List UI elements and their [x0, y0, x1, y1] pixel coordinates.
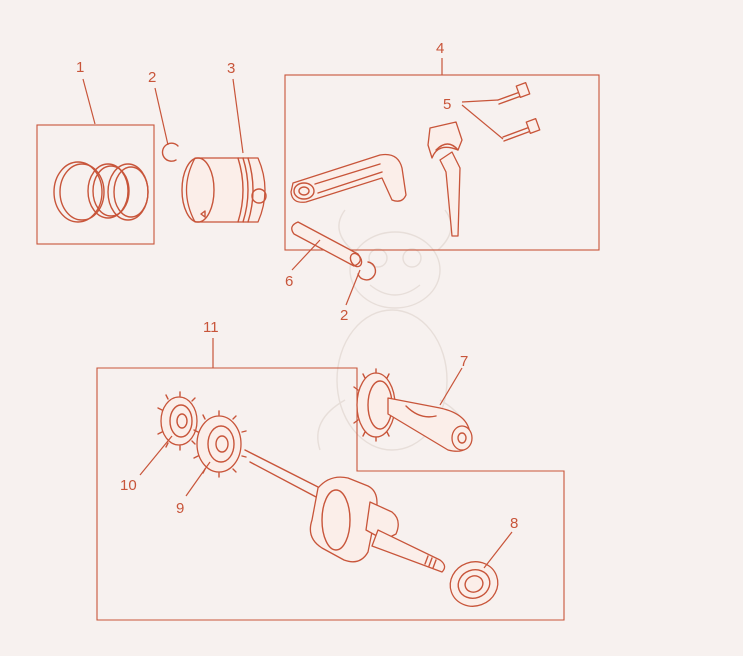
callout-5: 5: [443, 96, 451, 113]
callout-4: 4: [436, 40, 444, 57]
leader-lines: [82, 58, 513, 569]
callout-7: 7: [460, 353, 468, 370]
callout-8: 8: [510, 515, 518, 532]
callout-3: 3: [227, 60, 235, 77]
gear-small: [157, 391, 198, 451]
callout-9: 9: [176, 500, 184, 517]
crankshaft: [244, 449, 446, 573]
piston-pin-clip-upper: [161, 142, 179, 162]
callout-2-lower: 2: [340, 307, 348, 324]
bearing: [449, 561, 499, 607]
piston-rings: [53, 161, 149, 223]
callout-11: 11: [203, 319, 219, 336]
callout-1: 1: [76, 59, 84, 76]
callout-labels: 1 2 3 4 5 6 2 11 7 10 9 8: [76, 40, 518, 532]
connecting-rod: [290, 121, 463, 237]
gear-large: [193, 410, 247, 478]
con-rod-bolts: [497, 82, 541, 142]
callout-10: 10: [120, 477, 137, 494]
crank-assembly-box: [96, 367, 565, 621]
callout-2-upper: 2: [148, 69, 156, 86]
piston-pin-clip-lower: [357, 261, 377, 281]
callout-6: 6: [285, 273, 293, 290]
piston: [181, 157, 267, 223]
piston-pin: [291, 221, 363, 268]
ring-set-box: [36, 124, 155, 245]
camshaft: [353, 368, 473, 452]
